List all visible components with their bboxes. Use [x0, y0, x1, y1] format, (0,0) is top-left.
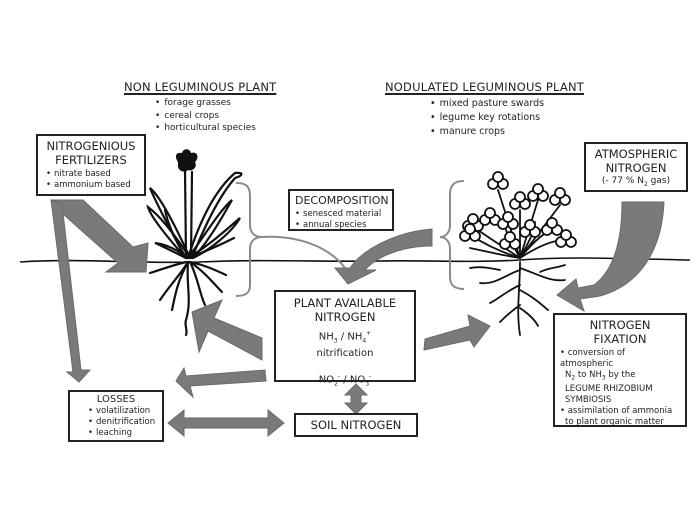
list-item: manure crops	[430, 125, 544, 139]
nitrification-label: nitrification	[316, 348, 374, 360]
brace-grass-right	[235, 182, 263, 297]
arrow-fertilizers-to-losses	[50, 199, 92, 383]
nodulated-leguminous-heading: NODULATED LEGUMINOUS PLANT	[385, 80, 585, 94]
fixation-title-line1: NITROGEN	[589, 318, 651, 332]
decomposition-title: DECOMPOSITION	[295, 194, 389, 207]
list-item: forage grasses	[155, 97, 256, 110]
arrow-available-to-grass	[191, 299, 263, 361]
list-item: volatilization	[88, 406, 158, 417]
plant-available-title-line1: PLANT AVAILABLE	[293, 296, 397, 310]
list-item: denitrification	[88, 417, 158, 428]
non-leguminous-heading: NON LEGUMINOUS PLANT	[124, 80, 277, 94]
list-item: • conversion of atmospheric	[560, 348, 626, 369]
arrow-decomposition-to-available	[333, 228, 433, 285]
soil-nitrogen-title: SOIL NITROGEN	[310, 418, 402, 432]
list-item: ammonium based	[46, 180, 140, 191]
fixation-assimilation-line2: to plant organic matter	[565, 416, 664, 427]
grass-flower-head	[175, 149, 198, 172]
arrow-available-to-legume	[423, 314, 491, 351]
fertilizers-title-line1: NITROGENIOUS	[46, 139, 136, 153]
brace-legume-left	[439, 180, 465, 290]
losses-title: LOSSES	[96, 394, 136, 405]
soil-nitrogen-box: SOIL NITROGEN	[294, 413, 418, 437]
list-item: nitrate based	[46, 169, 140, 180]
list-item: leaching	[88, 428, 158, 439]
fixation-formula-line: N2 to NH3 by the	[565, 370, 636, 382]
list-item: senesced material	[295, 209, 387, 220]
clover-plant-illustration	[469, 189, 566, 336]
fixation-list: • conversion of atmospheric N2 to NH3 by…	[560, 348, 680, 428]
fixation-symbiosis-line2: SYMBIOSIS	[565, 394, 612, 405]
list-item: cereal crops	[155, 110, 256, 123]
losses-box: LOSSES volatilization denitrification le…	[68, 390, 164, 442]
fertilizers-list: nitrate based ammonium based	[42, 169, 140, 191]
decomposition-list: senesced material annual species	[295, 209, 387, 231]
ammonia-ammonium-formula: NH3 / NH4+	[318, 330, 372, 345]
fertilizers-box: NITROGENIOUS FERTILIZERS nitrate based a…	[36, 134, 146, 196]
fixation-symbiosis-line1: LEGUME RHIZOBIUM	[565, 383, 653, 394]
fixation-title-line2: FIXATION	[593, 332, 647, 346]
non-leguminous-list: forage grasses cereal crops horticultura…	[155, 97, 256, 135]
losses-list: volatilization denitrification leaching	[74, 406, 158, 439]
atmospheric-title-line1: ATMOSPHERIC	[594, 147, 678, 161]
nitrite-nitrate-formula: NO2- / NO3-	[318, 373, 372, 388]
arrow-losses-soil-nitrogen	[167, 408, 285, 438]
atmospheric-nitrogen-box: ATMOSPHERIC NITROGEN (- 77 % N2 gas)	[584, 142, 688, 192]
list-item: mixed pasture swards	[430, 97, 545, 111]
list-item: legume key rotations	[430, 111, 544, 125]
nodulated-leguminous-list: mixed pasture swards legume key rotation…	[430, 97, 545, 139]
fertilizers-title-line2: FERTILIZERS	[55, 153, 127, 167]
nitrogen-fixation-box: NITROGEN FIXATION • conversion of atmosp…	[553, 313, 687, 427]
decomposition-box: DECOMPOSITION senesced material annual s…	[288, 189, 394, 231]
clover-leaves	[459, 171, 577, 250]
connector-grass-to-decomposition	[261, 235, 346, 269]
arrow-available-to-losses	[175, 366, 267, 399]
grass-plant-illustration	[146, 168, 243, 337]
arrow-atmospheric-to-legume	[556, 201, 665, 313]
list-item: annual species	[295, 220, 387, 231]
plant-available-nitrogen-box: PLANT AVAILABLE NITROGEN NH3 / NH4+ nitr…	[274, 290, 416, 388]
list-item: • assimilation of ammonia	[560, 405, 673, 416]
atmospheric-title-line2: NITROGEN	[605, 161, 667, 175]
atmospheric-note: (- 77 % N2 gas)	[601, 176, 671, 188]
list-item: horticultural species	[155, 122, 256, 135]
plant-available-title-line2: NITROGEN	[314, 310, 376, 324]
